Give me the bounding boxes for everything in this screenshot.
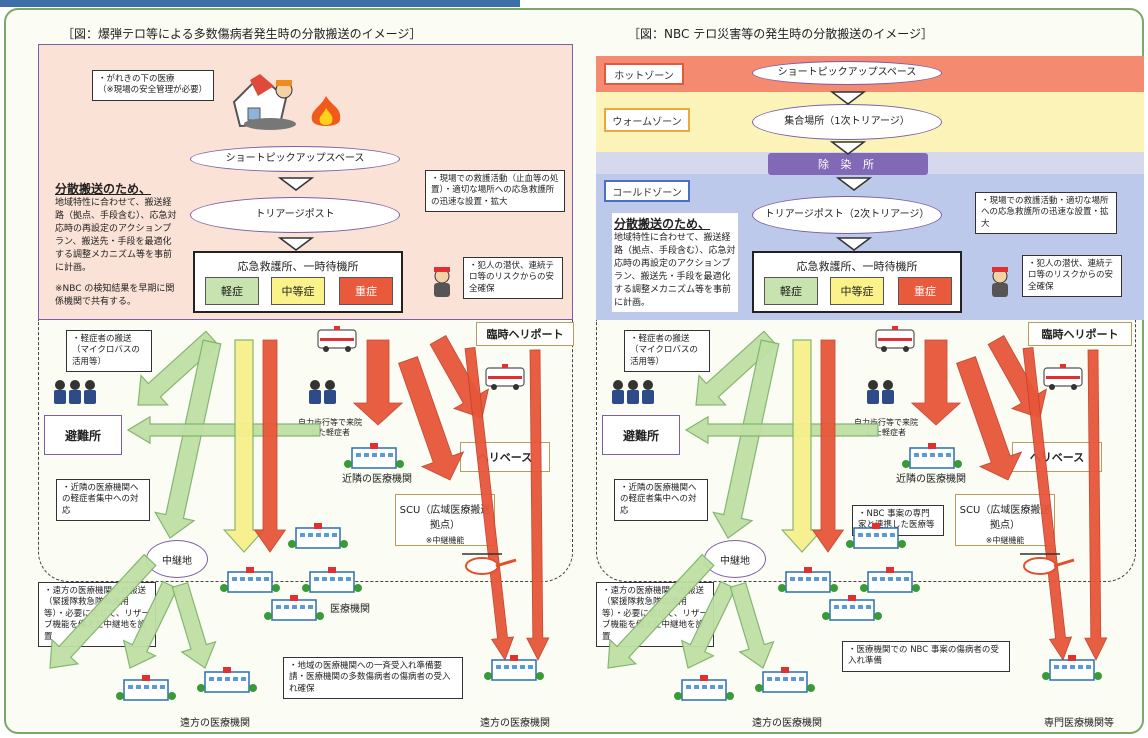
left-sev-mid: 中等症 [271,277,325,305]
right-nearby-note: ・近隣の医療機関への軽症者集中への対応 [614,479,708,522]
left-remote-med-2: 遠方の医療機関 [480,718,550,729]
right-assembly-point: 集合場所（1次トリアージ） [752,104,942,140]
left-triage-post: トリアージポスト [190,197,400,233]
right-relay-point: 中継地 [704,540,766,578]
fire-icon [306,94,346,130]
left-remote-med-1: 遠方の医療機関 [180,718,250,729]
left-shelter: 避難所 [44,415,122,455]
hot-zone-label: ホットゾーン [604,63,684,85]
right-transport-area [596,320,1136,582]
right-shelter: 避難所 [602,415,680,455]
nbc-expert-note: ・NBC 事案の専門家と連携した医療等 [852,505,944,536]
left-scu: SCU（広域医療搬送拠点）※中継機能 [395,494,495,546]
right-sev-light: 軽症 [764,277,818,305]
right-light-transport-note: ・軽症者の搬送（マイクロバスの活用等） [624,330,710,373]
left-remote-note: ・遠方の医療機関への搬送（緊援隊救急隊の活用等）・必要に応じて、リザーブ機能を備… [38,582,156,648]
right-title: ［図：NBC テロ災害等の発生時の分散搬送のイメージ］ [628,27,933,41]
left-nearby-note: ・近隣の医療機関への軽症者集中への対応 [56,479,150,522]
right-rescue-note: ・現場での救護活動・適切な場所への応急救護所の迅速な設置・拡大 [975,192,1117,235]
right-temp-heliport: 臨時ヘリポート [1028,322,1132,346]
top-header-bar [0,0,520,7]
left-light-transport-note: ・軽症者の搬送（マイクロバスの活用等） [66,330,152,373]
warm-zone-label: ウォームゾーン [604,108,690,132]
left-criminal-note: ・犯人の潜伏、連続テロ等のリスクからの安全確保 [463,257,563,300]
left-regional-note: ・地域の医療機関への一斉受入れ準備要請・医療機関の多数傷病者の傷病者の受入れ確保 [283,657,463,700]
left-sev-light: 軽症 [205,277,259,305]
right-remote-med: 遠方の医療機関 [752,718,822,729]
left-heli-base: ヘリベース [460,442,550,472]
collapsed-building-icon [230,68,302,130]
right-walk-note: 自力歩行等で来院した軽症者 [854,418,918,438]
left-rescue-note: ・現場での救護活動（止血等の処置）・適切な場所への応急救護所の迅速な設置・拡大 [425,170,565,213]
left-distributed-plan: 分散搬送のため、 地域特性に合わせて、搬送経路（拠点、手段含む）、応急対応時の再… [55,182,177,308]
right-short-pickup: ショートピックアップスペース [752,61,942,85]
nbc-accept-note: ・医療機関での NBC 事案の傷病者の受入れ準備 [842,641,1010,672]
right-triage-post: トリアージポスト（2次トリアージ） [752,196,942,234]
left-title: ［図：爆弾テロ等による多数傷病者発生時の分散搬送のイメージ］ [62,27,422,41]
right-criminal-note: ・犯人の潜伏、連続テロ等のリスクからの安全確保 [1022,255,1122,298]
decon-station: 除 染 所 [768,153,928,175]
left-sev-heavy: 重症 [339,277,393,305]
left-short-pickup: ショートピックアップスペース [190,146,400,172]
left-relay-point: 中継地 [146,540,208,578]
right-special-med: 専門医療機関等 [1044,718,1114,729]
right-sev-heavy: 重症 [898,277,952,305]
left-med-label: 医療機関 [330,604,370,615]
right-nearby-med: 近隣の医療機関 [896,474,966,485]
right-sev-mid: 中等症 [830,277,884,305]
rubble-note: ・がれきの下の医療（※現場の安全管理が必要） [92,70,214,101]
left-nearby-med: 近隣の医療機関 [342,474,412,485]
cold-zone-label: コールドゾーン [604,180,690,202]
right-remote-note: ・遠方の医療機関への搬送（緊援隊救急隊の活用等）・必要に応じて、リザーブ機能を備… [596,582,714,648]
right-heli-base: ヘリベース [1012,442,1102,472]
right-scu: SCU（広域医療搬送拠点）※中継機能 [955,494,1055,546]
left-walk-note: 自力歩行等で来院した軽症者 [298,418,362,438]
right-distributed-plan: 分散搬送のため、 地域特性に合わせて、搬送経路（拠点、手段含む）、応急対応時の再… [612,213,738,313]
left-temp-heliport: 臨時ヘリポート [476,322,574,346]
left-transport-area [38,320,573,582]
